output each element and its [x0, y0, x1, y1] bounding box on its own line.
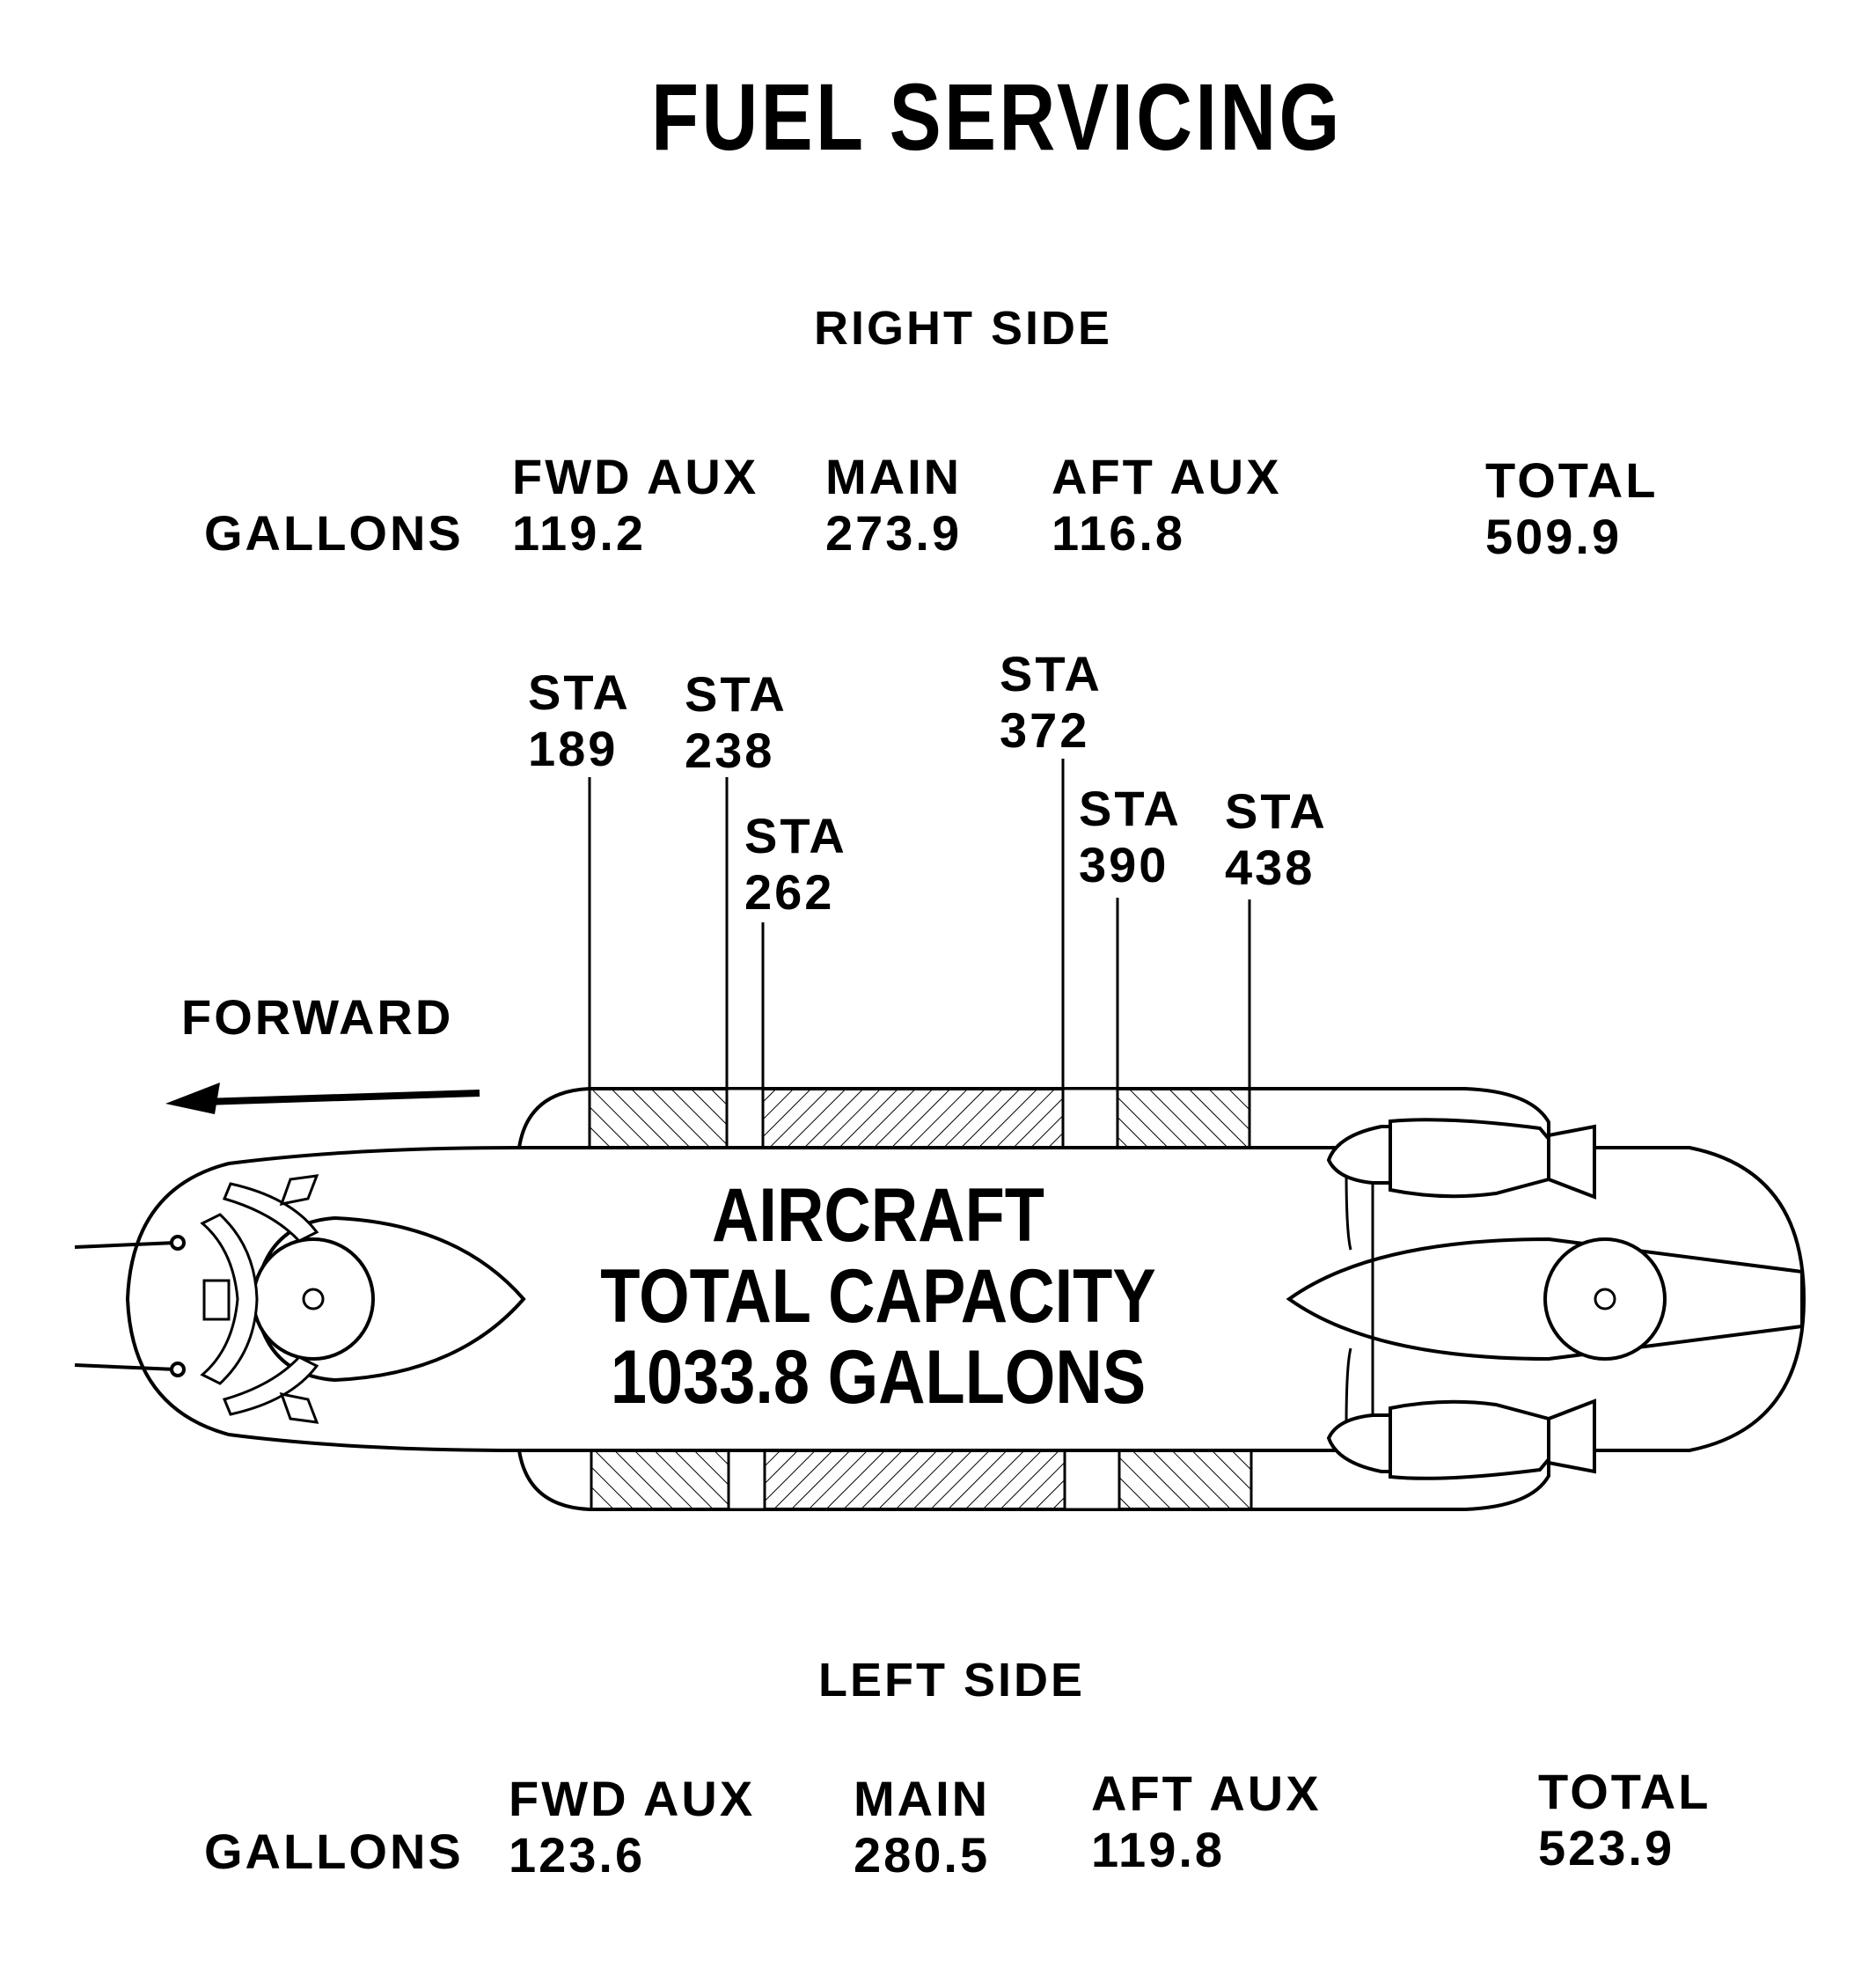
station-238-sta: STA: [685, 666, 788, 722]
station-262-label: STA 262: [744, 808, 847, 921]
capacity-line-3: 1033.8 GALLONS: [610, 1335, 1147, 1420]
right-side-label: RIGHT SIDE: [814, 302, 1113, 355]
left-fwd-aux-header: FWD AUX: [509, 1771, 756, 1826]
left-main-value: 280.5: [854, 1827, 991, 1883]
capacity-line-1: AIRCRAFT: [712, 1173, 1044, 1258]
right-total-header: TOTAL: [1485, 452, 1659, 508]
station-438-label: STA 438: [1225, 783, 1328, 896]
left-aft-aux-header: AFT AUX: [1091, 1765, 1322, 1821]
station-372-label: STA 372: [1000, 646, 1103, 759]
station-189-label: STA 189: [528, 664, 631, 777]
station-leader-lines: [588, 759, 1251, 1089]
right-aft-aux-header: AFT AUX: [1052, 449, 1282, 504]
station-438-sta: STA: [1225, 783, 1328, 839]
left-fwd-aux-tank: [590, 1449, 730, 1511]
right-total-value: 509.9: [1485, 509, 1623, 564]
station-189-number: 189: [528, 721, 619, 776]
station-238-label: STA 238: [685, 666, 788, 779]
station-372-sta: STA: [1000, 646, 1103, 701]
left-total-header: TOTAL: [1538, 1764, 1711, 1819]
station-390-number: 390: [1079, 837, 1169, 892]
left-aft-aux-tank: [1118, 1449, 1253, 1511]
left-main-header: MAIN: [854, 1771, 991, 1826]
left-engine: [1326, 1398, 1596, 1480]
station-390-label: STA 390: [1079, 781, 1182, 893]
station-189-sta: STA: [528, 664, 631, 720]
right-gallons-label: GALLONS: [204, 505, 464, 561]
right-fwd-aux-tank: [588, 1087, 729, 1149]
station-438-number: 438: [1225, 840, 1315, 895]
capacity-line-2: TOTAL CAPACITY: [600, 1254, 1156, 1339]
left-main-tank: [763, 1449, 1066, 1511]
cockpit-windows: [200, 1174, 319, 1424]
page-title: FUEL SERVICING: [651, 63, 1343, 170]
left-fwd-aux-value: 123.6: [509, 1827, 646, 1883]
right-main-value: 273.9: [825, 505, 963, 561]
left-side-label: LEFT SIDE: [818, 1654, 1086, 1707]
right-aft-aux-value: 116.8: [1052, 505, 1186, 561]
station-238-number: 238: [685, 723, 775, 778]
station-262-sta: STA: [744, 808, 847, 863]
station-262-number: 262: [744, 864, 835, 920]
station-372-number: 372: [1000, 702, 1090, 758]
forward-arrow-icon: [165, 1083, 480, 1114]
right-fwd-aux-value: 119.2: [512, 505, 647, 561]
left-gallons-label: GALLONS: [204, 1824, 464, 1879]
station-390-sta: STA: [1079, 781, 1182, 836]
right-main-tank: [761, 1087, 1065, 1149]
right-aft-aux-tank: [1116, 1087, 1251, 1149]
right-fwd-aux-header: FWD AUX: [512, 449, 759, 504]
forward-label: FORWARD: [181, 989, 454, 1045]
total-capacity-text: AIRCRAFT TOTAL CAPACITY 1033.8 GALLONS: [538, 1175, 1219, 1418]
left-aft-aux-value: 119.8: [1091, 1822, 1226, 1877]
right-main-header: MAIN: [825, 449, 963, 504]
left-total-value: 523.9: [1538, 1820, 1675, 1876]
right-engine: [1326, 1118, 1596, 1200]
pitot-probes: [74, 1235, 186, 1377]
